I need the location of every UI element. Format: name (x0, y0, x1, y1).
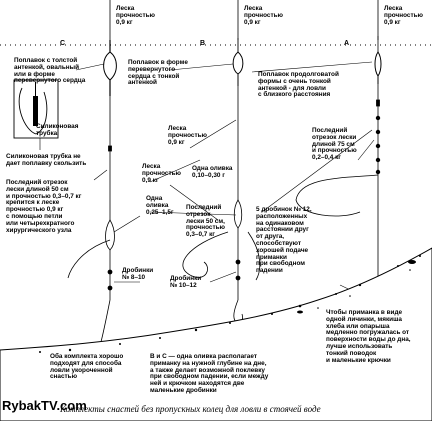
line-b-label: Леска прочностью 0,9 кг (244, 5, 283, 26)
shots-b-label: Дробинки № 10–12 (170, 275, 202, 289)
rig-c-label: С (60, 40, 66, 47)
one-shot-c-label: Одна оливка 0,25–1,5г (146, 195, 174, 216)
rig-a-label: А (344, 40, 350, 47)
float-c (103, 40, 117, 96)
float-b (232, 38, 244, 86)
watermark: RybakTV.com (2, 398, 87, 413)
rig-c (67, 96, 115, 350)
silicone-tube-inset (13, 79, 59, 139)
last-leader-c-label: Последний отрезок лески длиной 50 см и п… (6, 179, 82, 234)
both-sets-note: Оба комплекта хорошо подходят для способ… (50, 353, 124, 381)
b-and-c-note: В и С — одна оливка располагает приманку… (150, 353, 269, 394)
line-mid-c-label: Леска прочностью 0,9 кг (142, 163, 181, 184)
one-shot-b-label: Одна оливка 0,10–0,30 г (192, 165, 233, 179)
rig-b (182, 86, 261, 324)
last-leader-a-label: Последний отрезок лески длиной 75 см и п… (312, 127, 357, 162)
float-a (374, 36, 382, 84)
line-mid-b-label: Леска прочностью 0,9 кг (168, 125, 207, 146)
figure-caption: Комплекты снастей без пропускных колец д… (60, 404, 321, 414)
shot-a-label: 5 дробинок № 12, расположенных на одинак… (256, 206, 312, 275)
shots-c-label: Дробинки № 8–10 (122, 267, 154, 281)
line-c-label: Леска прочностью 0,9 кг (116, 5, 155, 26)
float-a-label: Поплавок продолговатой формы с очень тон… (258, 71, 339, 99)
bait-note: Чтобы приманка в виде одной личинки, мяк… (326, 309, 411, 364)
silicone-note: Силиконовая трубка не дает поплавку скол… (6, 153, 87, 167)
rig-b-label: В (200, 40, 206, 47)
silicone-tube-label: Силиконовая трубка (36, 123, 79, 137)
line-a-label: Леска прочностью 0,9 кг (384, 5, 423, 26)
float-b-label: Поплавок в форме перевернутого сердца с … (128, 59, 188, 87)
float-c-label: Поплавок с толстой антенкой, овальный ил… (14, 57, 86, 85)
lake-bottom (0, 247, 432, 421)
last-leader-b-label: Последний отрезок лески 50 см, прочность… (186, 204, 225, 239)
